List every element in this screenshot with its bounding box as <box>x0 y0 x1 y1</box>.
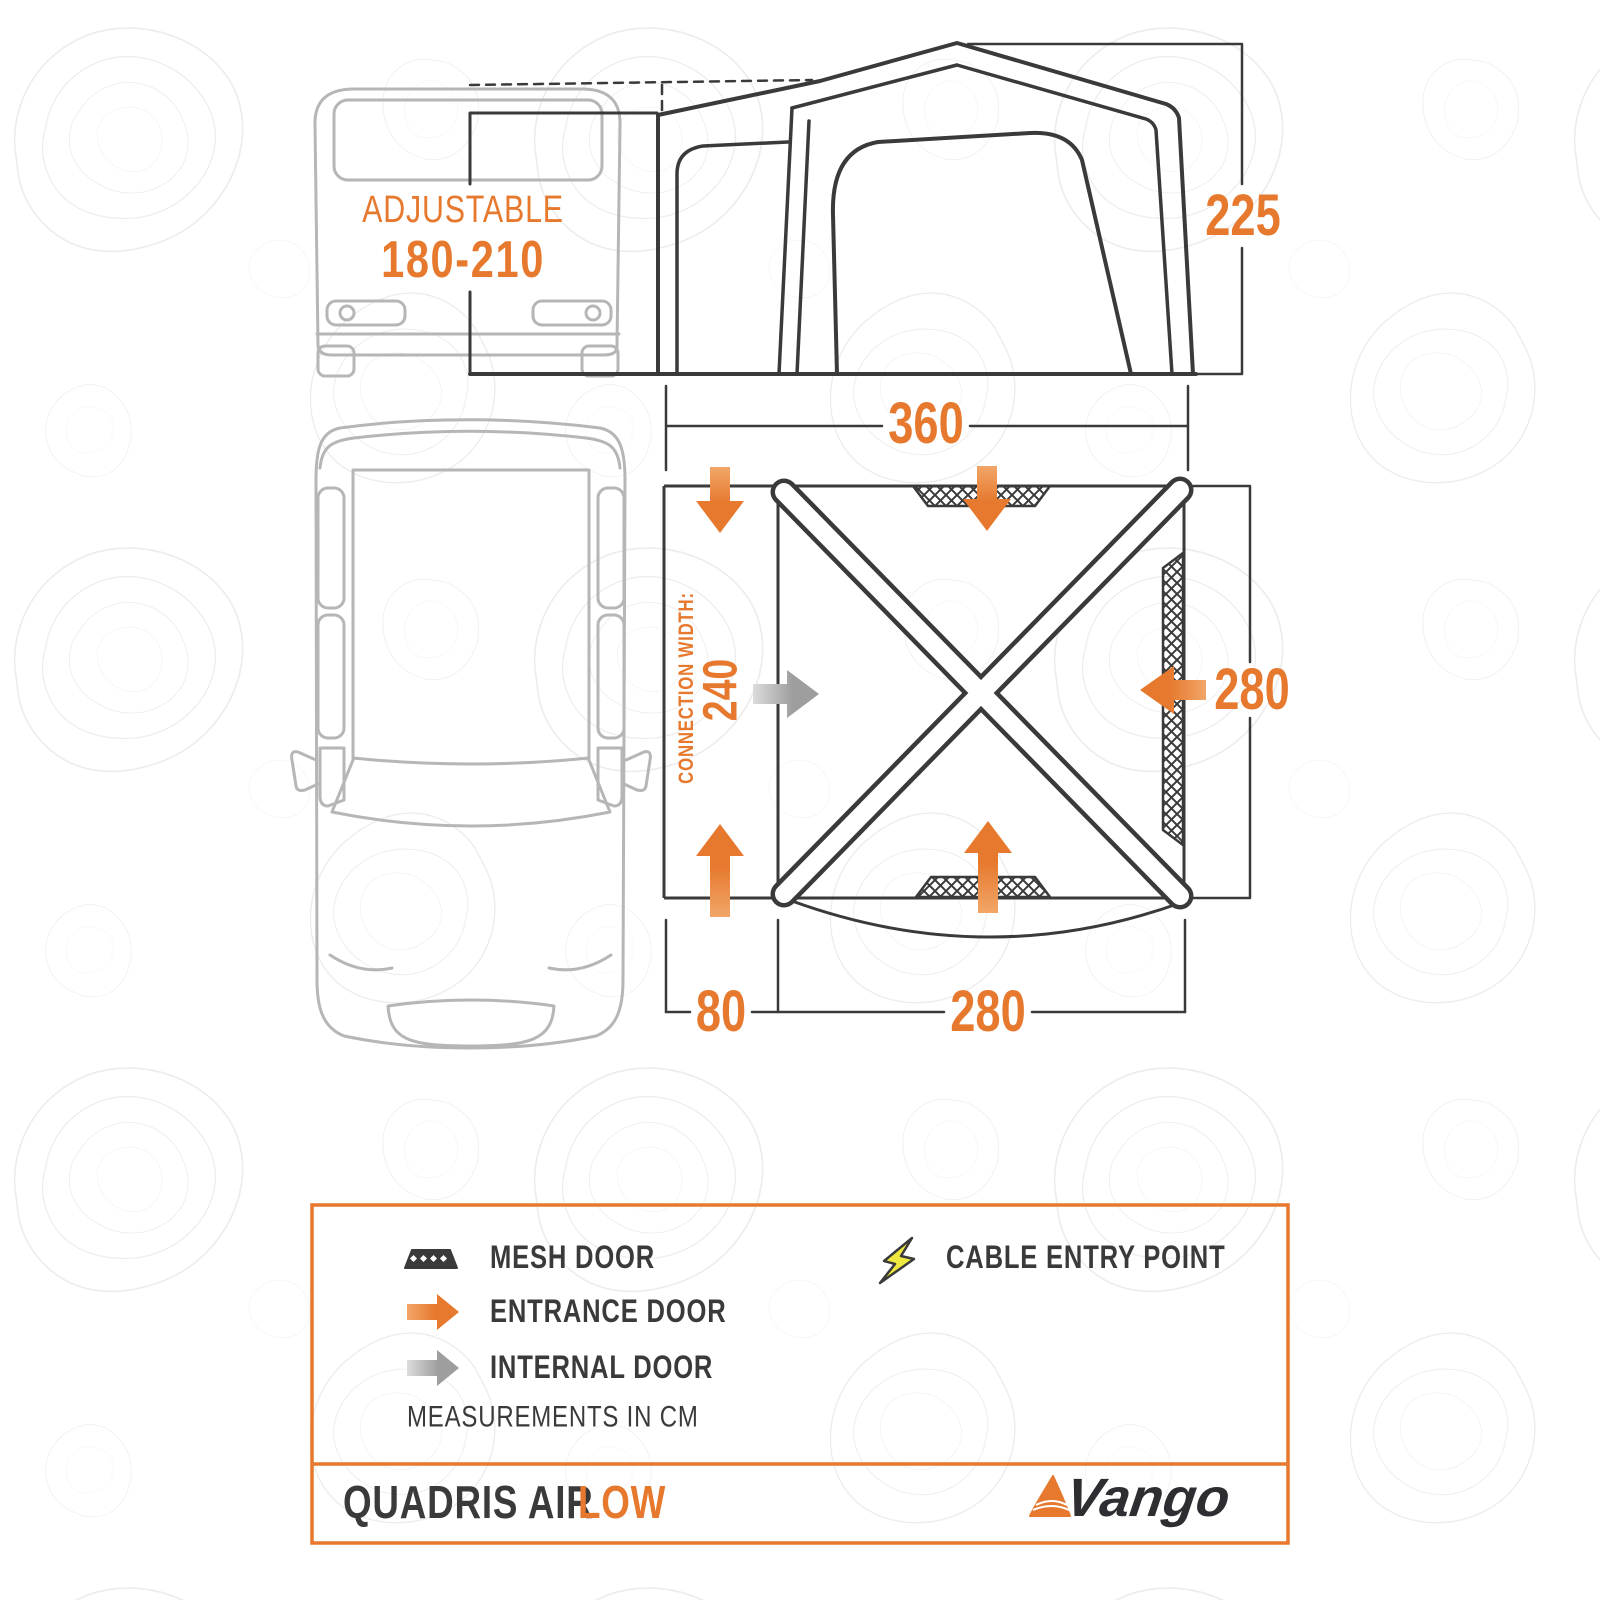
porch-width-group: 80 <box>696 980 746 1045</box>
adjustable-range-group: 180-210 <box>381 230 545 289</box>
depth-value-group: 280 <box>1214 658 1289 723</box>
air-beam-x-frame <box>770 476 1194 910</box>
floor-plan: CONNECTION WIDTH: 240 <box>662 466 1206 939</box>
depth-dimension-line <box>1190 484 1252 900</box>
entrance-door-arrow-top-left <box>696 467 744 533</box>
van-top-front-grille <box>386 998 556 1048</box>
product-name: QUADRIS AIR <box>343 1476 594 1528</box>
van-window-left-1 <box>316 486 346 610</box>
van-wheel-left <box>316 344 356 378</box>
entrance-door-arrow-icon <box>407 1294 459 1330</box>
connection-width-value-group: 240 <box>694 659 748 721</box>
cable-entry-label-group: CABLE ENTRY POINT <box>946 1240 1226 1275</box>
van-window-right-1 <box>596 486 626 610</box>
van-rear-body <box>313 87 622 357</box>
van-top-roof <box>351 468 591 760</box>
connection-width-value: 240 <box>694 659 748 721</box>
van-rear-view <box>313 87 622 378</box>
van-window-right-3 <box>596 746 624 808</box>
adjustable-range-value: 180-210 <box>381 230 545 289</box>
height-value-group: 225 <box>1205 184 1280 249</box>
internal-door-label: INTERNAL DOOR <box>490 1350 713 1385</box>
entrance-door-arrow-bottom-left <box>696 824 744 917</box>
van-lamp-right <box>584 304 602 322</box>
air-beam-fill <box>775 481 1189 905</box>
internal-door-arrow <box>753 670 819 718</box>
product-name-group: QUADRIS AIR <box>343 1476 594 1528</box>
mesh-door-label: MESH DOOR <box>490 1240 655 1275</box>
van-window-right-2 <box>596 613 626 740</box>
awning-side-view <box>468 41 1198 376</box>
adjustable-label-group: ADJUSTABLE <box>362 189 564 231</box>
adjustable-height-bracket <box>468 78 814 376</box>
connection-width-label: CONNECTION WIDTH: <box>675 592 698 784</box>
door-swing-arc <box>791 899 1181 939</box>
mesh-door-label-group: MESH DOOR <box>490 1240 655 1275</box>
van-tail-light-left <box>325 299 407 327</box>
van-window-left-2 <box>316 613 346 740</box>
brand-name-group: Vango <box>1062 1468 1233 1528</box>
depth-dimension-280 <box>1190 484 1252 900</box>
awning-inner-roofline <box>790 63 959 110</box>
entrance-door-arrow-right <box>1140 666 1206 714</box>
brand-name: Vango <box>1062 1468 1233 1528</box>
van-mirror-right <box>622 750 652 792</box>
van-top-view <box>290 418 652 1050</box>
height-bracket-line <box>468 111 659 376</box>
vango-logo-icon <box>1029 1475 1071 1517</box>
awning-front-door-arch <box>830 130 1133 376</box>
entrance-door-arrow-top-center <box>963 466 1011 531</box>
van-top-headlights <box>328 953 613 972</box>
connection-width-label-group: CONNECTION WIDTH: <box>675 592 698 784</box>
entrance-door-arrow-bottom-center <box>964 821 1012 913</box>
porch-width-value: 80 <box>696 980 746 1045</box>
height-value: 225 <box>1205 184 1280 249</box>
awning-air-beam <box>777 106 811 376</box>
van-top-rear-cap <box>318 429 622 470</box>
measurements-note-group: MEASUREMENTS IN CM <box>407 1399 699 1433</box>
tent-width-value: 280 <box>950 980 1025 1045</box>
width-dimension-360 <box>664 384 1190 472</box>
entrance-door-label-group: ENTRANCE DOOR <box>490 1294 726 1329</box>
van-lamp-left <box>338 304 356 322</box>
awning-outer-shell <box>656 41 1195 376</box>
width-dimension-line <box>664 384 1190 472</box>
van-window-left-3 <box>318 746 346 808</box>
legend-border <box>310 1203 1290 1545</box>
cable-entry-bolt-icon <box>878 1236 916 1285</box>
measurements-note: MEASUREMENTS IN CM <box>407 1399 699 1433</box>
cable-entry-label: CABLE ENTRY POINT <box>946 1240 1226 1275</box>
depth-value: 280 <box>1214 658 1289 723</box>
total-width-value: 360 <box>888 392 963 457</box>
height-dimension-225 <box>966 42 1244 376</box>
product-variant: LOW <box>578 1476 666 1528</box>
van-mirror-left <box>290 750 320 792</box>
legend-box: MESH DOOR ENTRANCE DOOR INTERNAL DOOR ME… <box>310 1203 1290 1545</box>
entrance-door-label: ENTRANCE DOOR <box>490 1294 726 1329</box>
awning-side-panel-seam <box>675 140 790 376</box>
adjustable-label: ADJUSTABLE <box>362 189 564 231</box>
van-rear-window <box>332 98 604 182</box>
product-variant-group: LOW <box>578 1476 666 1528</box>
awning-inner-shell-right <box>955 63 1174 376</box>
bottom-extension-lines <box>664 918 1187 1014</box>
height-guide-dashed-line <box>468 78 814 114</box>
internal-door-arrow-icon <box>407 1350 459 1386</box>
internal-door-label-group: INTERNAL DOOR <box>490 1350 713 1385</box>
height-dimension-line <box>966 42 1244 376</box>
bottom-dimensions <box>664 918 1187 1014</box>
tent-width-group: 280 <box>950 980 1025 1045</box>
width-value-group: 360 <box>888 392 963 457</box>
van-tail-light-right <box>531 299 613 327</box>
